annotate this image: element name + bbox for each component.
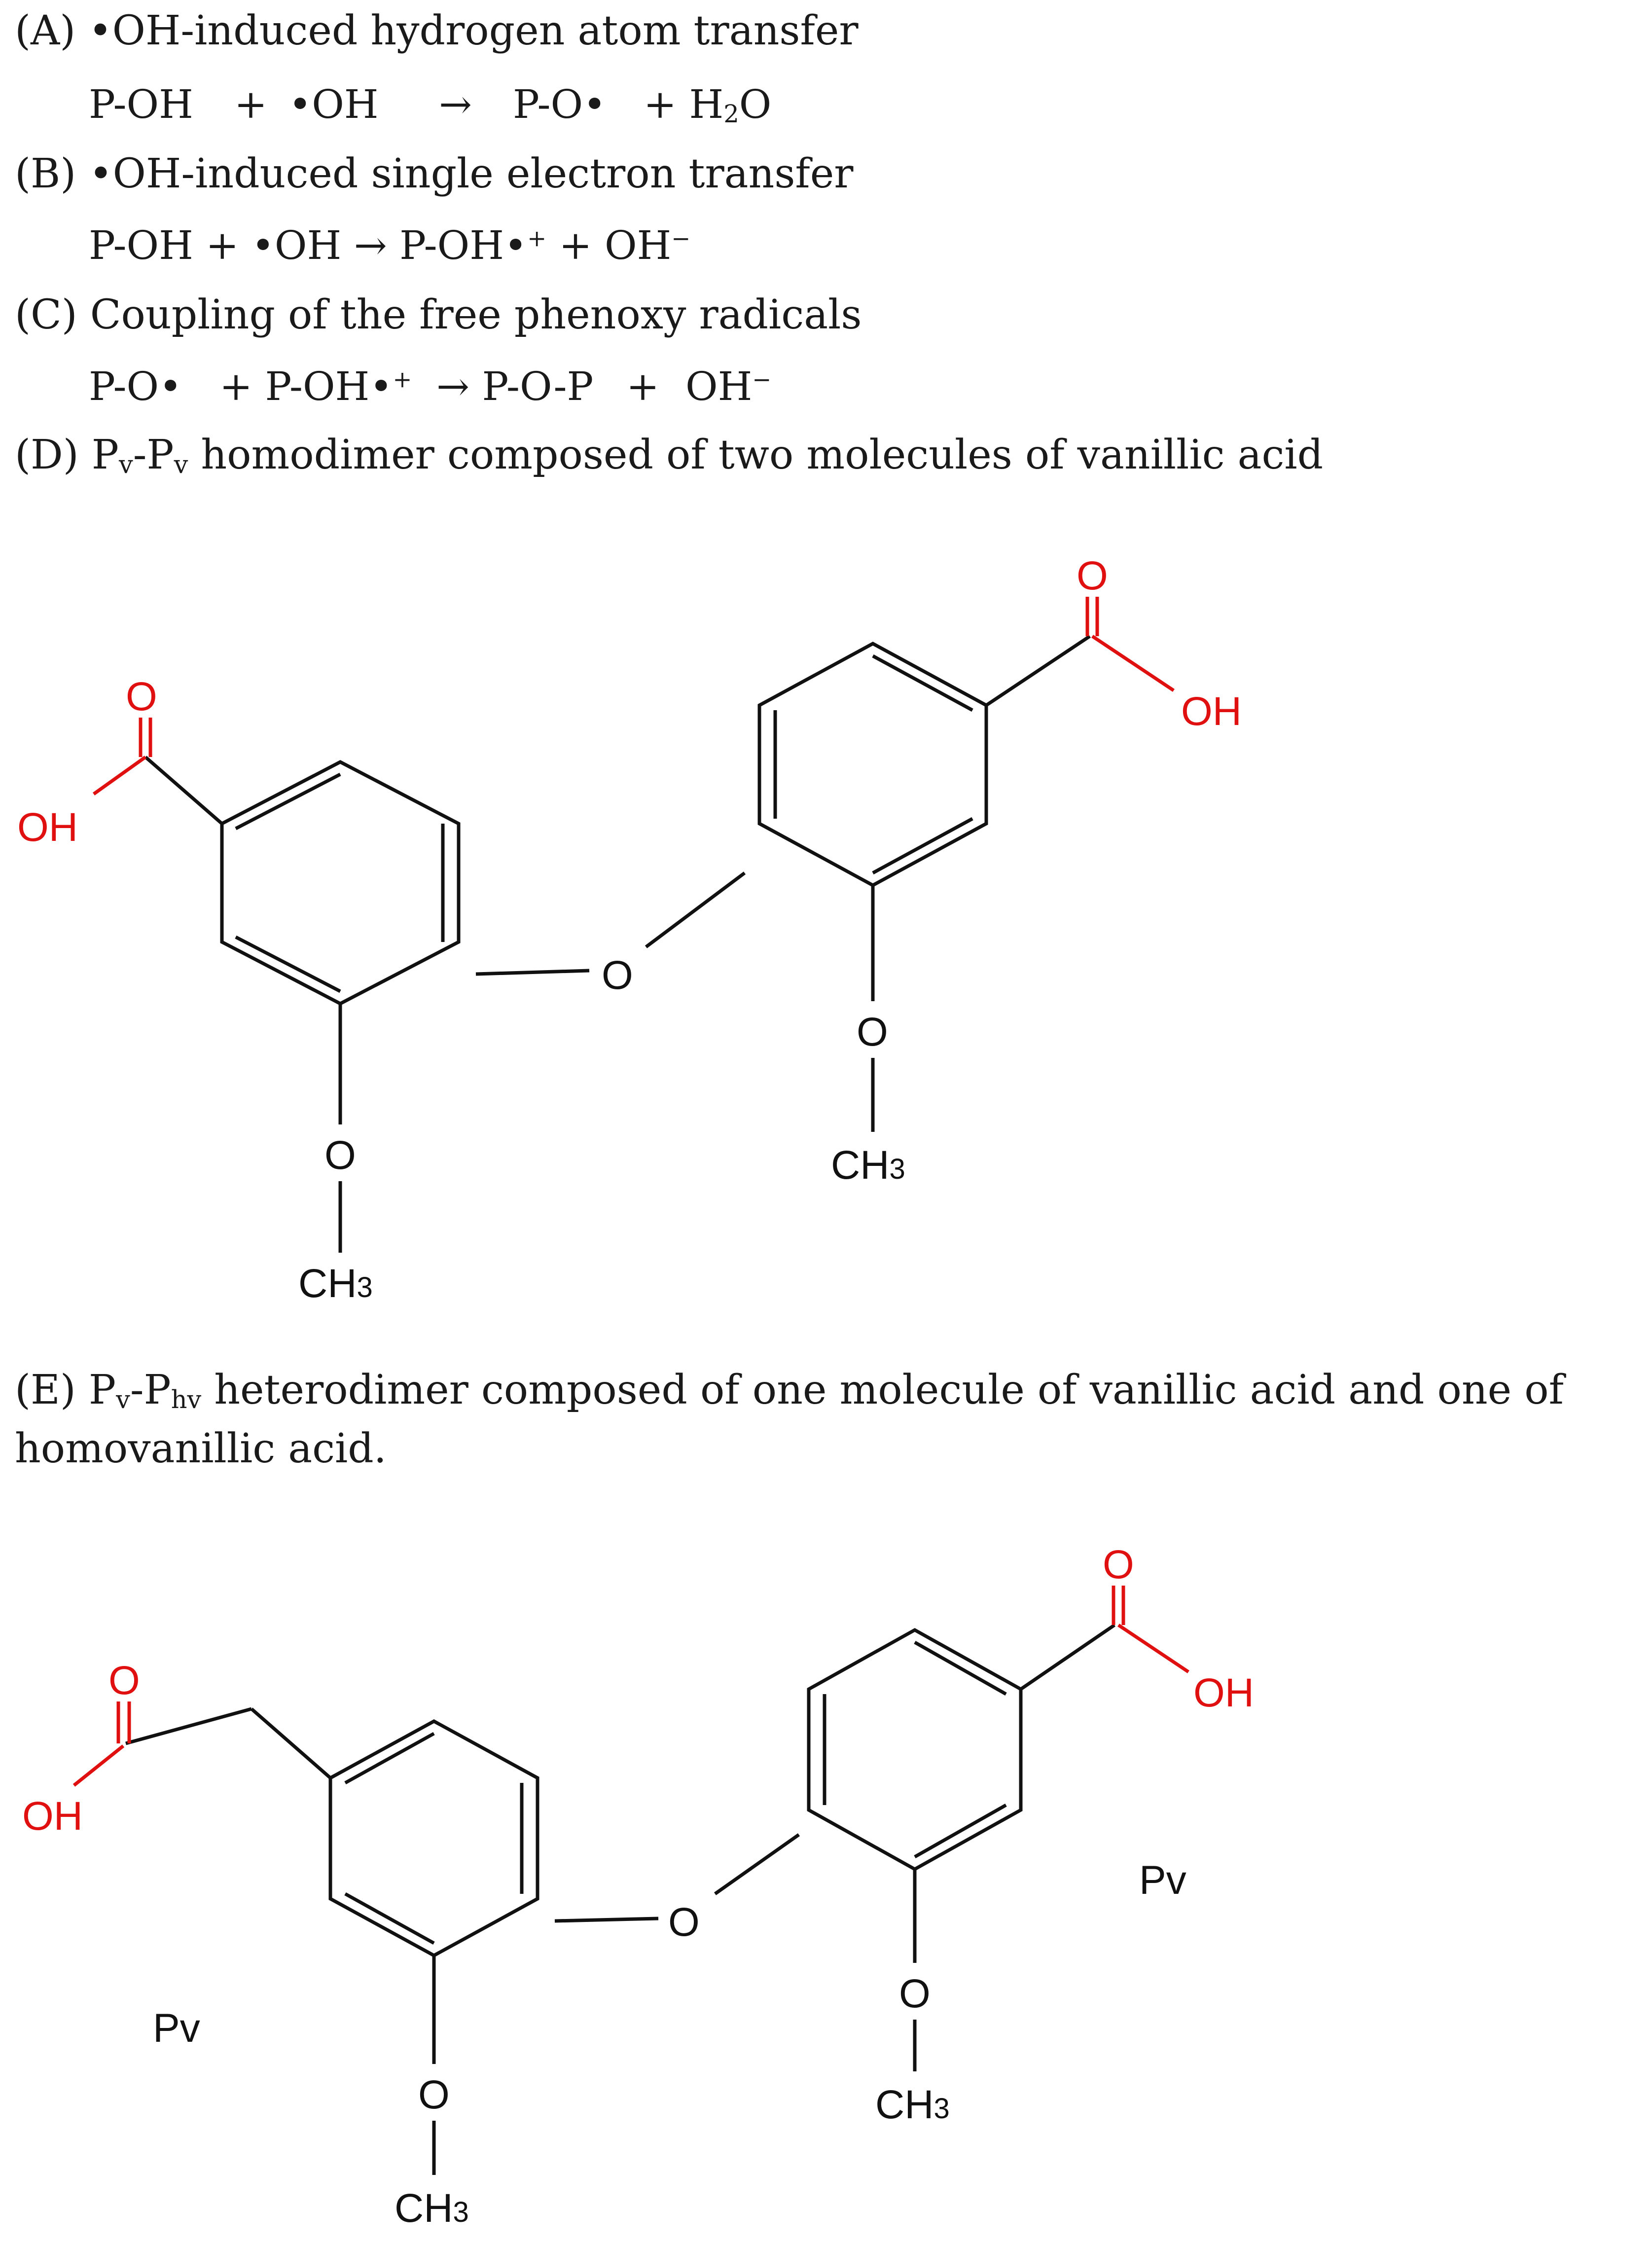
right-acid-oh: OH (1193, 1670, 1254, 1715)
right-acid-bond (985, 635, 1091, 707)
left-hydroxyl-bond (72, 1744, 125, 1787)
eq-a-product: P-O• (513, 81, 607, 127)
eq-a-reactant: P-OH (89, 81, 193, 127)
right-pv-label: Pv (1139, 1858, 1186, 1903)
heading-a: (A) •OH-induced hydrogen atom transfer (15, 7, 859, 54)
methylene-bond (250, 1707, 332, 1779)
bridging-o: O (668, 1900, 700, 1945)
left-benzene-ring (328, 1719, 539, 1957)
ether-bond-left (475, 969, 590, 976)
right-hydroxyl-bond (1117, 1624, 1189, 1673)
right-carbonyl-o: O (1103, 1542, 1134, 1587)
right-benzene-ring (757, 642, 988, 887)
left-methyl: CH3 (298, 1261, 373, 1306)
right-hydroxyl-bond (1091, 635, 1175, 692)
ether-bond-right (714, 1833, 800, 1895)
eq-c-plus: + (626, 363, 660, 409)
eq-a-plus: + (234, 81, 268, 127)
left-acid-bond (125, 1707, 252, 1745)
left-acid-oh: OH (22, 1794, 83, 1839)
eq-c-cation: + P-OH•+ (219, 363, 412, 409)
heading-e: (E) Pv-Phv heterodimer composed of one m… (15, 1367, 1564, 1472)
eq-c-product: → P-O-P (436, 363, 594, 409)
eq-a-arrow: → (439, 81, 472, 127)
left-methoxy-o: O (418, 2072, 450, 2117)
structure-d-homodimer: O OH O CH3 O O OH O CH3 (17, 553, 1242, 1306)
right-methoxy-o: O (899, 1971, 931, 2016)
left-methoxy-o: O (324, 1133, 356, 1178)
right-benzene-ring (807, 1628, 1023, 1872)
left-hydroxyl-bond (92, 756, 147, 796)
structure-e-heterodimer: O OH O CH3 Pv O O OH O CH3 Pv (22, 1542, 1254, 2231)
right-methyl: CH3 (875, 2082, 950, 2127)
bridging-o: O (602, 953, 633, 998)
right-carbonyl-o: O (1077, 553, 1108, 598)
left-carbonyl-o: O (108, 1658, 140, 1703)
right-methoxy-o: O (857, 1010, 888, 1054)
ether-bond-left (554, 1917, 659, 1923)
heading-c: (C) Coupling of the free phenoxy radical… (15, 291, 862, 338)
left-pv-label: Pv (153, 2006, 200, 2051)
heading-d: (D) Pv-Pv homodimer composed of two mole… (15, 432, 1324, 479)
left-acid-bond (144, 756, 223, 825)
eq-a-radical: •OH (288, 81, 379, 127)
left-carbonyl-o: O (126, 674, 157, 719)
right-methyl: CH3 (831, 1143, 905, 1188)
equation-b: P-OH + •OH → P-OH•+ + OH− (89, 222, 691, 268)
left-benzene-ring (220, 760, 461, 1006)
eq-a-water: + H2O (644, 81, 772, 128)
right-acid-bond (1020, 1624, 1115, 1691)
right-acid-oh: OH (1181, 689, 1242, 734)
left-methyl: CH3 (395, 2186, 469, 2231)
eq-c-hydroxide: OH− (685, 363, 772, 409)
ether-bond-right (645, 871, 746, 948)
eq-c-radical: P-O• (89, 363, 182, 409)
heading-b: (B) •OH-induced single electron transfer (15, 150, 854, 197)
left-acid-oh: OH (17, 805, 78, 850)
